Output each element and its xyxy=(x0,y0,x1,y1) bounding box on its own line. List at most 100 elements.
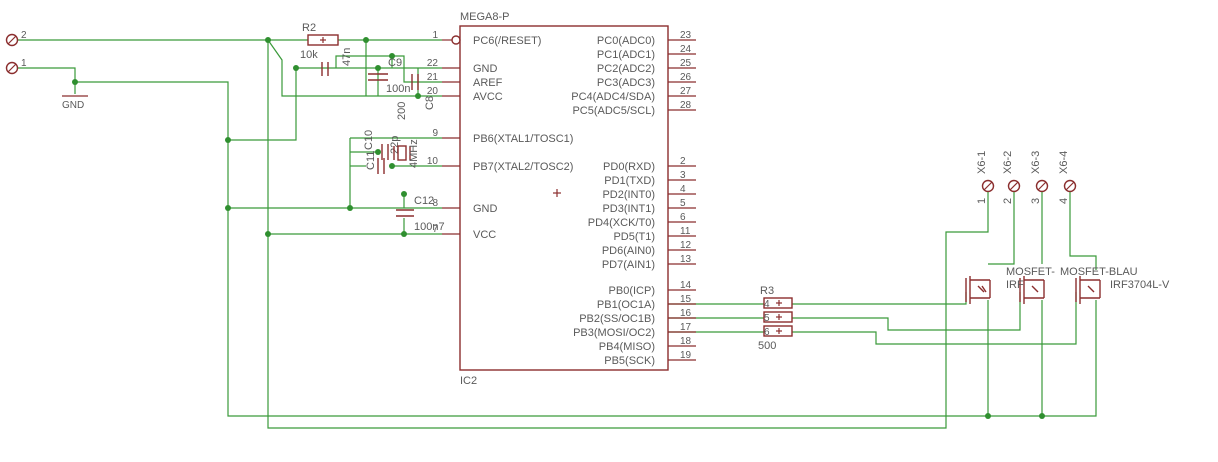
ic-pin-label: PB2(SS/OC1B) xyxy=(579,313,655,325)
r2-value: 10k xyxy=(300,49,318,61)
header-label: X6-1 xyxy=(976,151,988,174)
header-pin-circle xyxy=(1063,179,1077,193)
ic-pin-number: 1 xyxy=(432,30,438,41)
ic-pin-number: 14 xyxy=(680,280,692,291)
ic-pin-label: PD0(RXD) xyxy=(603,161,655,173)
ic-pin-label: GND xyxy=(473,63,498,75)
c11-label: C11 xyxy=(365,151,377,170)
ic-pin-number: 8 xyxy=(432,198,438,209)
ic-pin-label: PD2(INT0) xyxy=(602,189,655,201)
ic-pin-number: 21 xyxy=(427,72,439,83)
header-pin-mark xyxy=(1065,181,1075,191)
ic-pin-label: PD7(AIN1) xyxy=(602,259,655,271)
header-label: X6-2 xyxy=(1002,151,1014,174)
ground-symbol: GND xyxy=(62,95,88,111)
ic-pin-label: PC3(ADC3) xyxy=(597,77,655,89)
ic-pin-label: PB4(MISO) xyxy=(599,341,655,353)
ic-pin-number: 3 xyxy=(680,170,686,181)
ic-pin-number: 22 xyxy=(427,58,439,69)
c8-label: C8 xyxy=(424,96,436,110)
ic-mega8: MEGA8-P IC2 xyxy=(442,11,669,387)
ic-pin-label: PC5(ADC5/SCL) xyxy=(572,105,655,117)
terminal-2-label: 2 xyxy=(21,30,27,41)
c47-value: 47n xyxy=(341,48,353,66)
ic-pin-number: 23 xyxy=(680,30,692,41)
ic-pin-label: AREF xyxy=(473,77,503,89)
c10-label: C10 xyxy=(363,130,375,150)
c12-label: C12 xyxy=(414,195,434,207)
ic-pin-number: 26 xyxy=(680,72,692,83)
ic-pin-number: 15 xyxy=(680,294,692,305)
ic-pin-label: VCC xyxy=(473,229,496,241)
mosfet-3 xyxy=(1075,276,1101,304)
ic-pin-number: 25 xyxy=(680,58,692,69)
crystal-value: 4MHz xyxy=(408,139,420,168)
r3-name: R3 xyxy=(760,285,774,297)
ic-pin-number: 24 xyxy=(680,44,692,55)
ic-pin-label: PC1(ADC1) xyxy=(597,49,655,61)
ic-pin-label: PB1(OC1A) xyxy=(597,299,655,311)
ic-pin-label: PD6(AIN0) xyxy=(602,245,655,257)
ic-pin-label: PC2(ADC2) xyxy=(597,63,655,75)
c9-label: C9 xyxy=(388,57,402,69)
terminal-1-label: 1 xyxy=(21,58,27,69)
header-pin-circle xyxy=(1007,179,1021,193)
ic-pin-number: 27 xyxy=(680,86,692,97)
c12-value: 100n7 xyxy=(414,221,445,233)
cap-c8: C8 200 xyxy=(396,74,436,120)
c10-value: 22p xyxy=(389,136,401,154)
ic-pin-label: PB0(ICP) xyxy=(609,285,655,297)
junctions xyxy=(72,37,1045,419)
mosfets: MOSFET- MOSFET-BLAU IRF IRF3704L-V xyxy=(965,266,1170,304)
mosfet-2 xyxy=(1019,276,1045,304)
ic-pin-number: 4 xyxy=(680,184,686,195)
ic-pin-label: PD3(INT1) xyxy=(602,203,655,215)
mosfet-3-part: IRF3704L-V xyxy=(1110,279,1170,291)
ic-pin-number: 17 xyxy=(680,322,692,333)
ic-pin-label: GND xyxy=(473,203,498,215)
ic-pin-number: 28 xyxy=(680,100,692,111)
cap-c11: C11 xyxy=(365,151,385,174)
resistor-r3: R3 4 5 6 500 xyxy=(758,285,793,352)
r3-seg3: 6 xyxy=(764,327,770,338)
r3-seg1: 4 xyxy=(764,299,770,310)
header-pin-mark xyxy=(983,181,993,191)
header-pin-number: 1 xyxy=(976,198,988,204)
ic-pin-number: 16 xyxy=(680,308,692,319)
header-label: X6-4 xyxy=(1058,151,1070,174)
ic-pin-number: 12 xyxy=(680,240,692,251)
ic-name: MEGA8-P xyxy=(460,11,510,23)
c9-value: 100n xyxy=(386,83,410,95)
cap-c12: C12 100n7 xyxy=(396,195,445,233)
ic-pin-number: 9 xyxy=(432,128,438,139)
mosfet-1-part: IRF xyxy=(1006,279,1024,291)
ic-pin-label: PC6(/RESET) xyxy=(473,35,541,47)
terminal-1: 1 xyxy=(5,58,27,75)
ic-pin-label: PB5(SCK) xyxy=(604,355,655,367)
ic-pin-number: 13 xyxy=(680,254,692,265)
ic-pin-number: 5 xyxy=(680,198,686,209)
terminal-2: 2 xyxy=(5,30,27,47)
ic-pin-number: 6 xyxy=(680,212,686,223)
mosfet-1 xyxy=(965,276,991,304)
ground-label: GND xyxy=(62,100,84,111)
r3-value: 500 xyxy=(758,340,776,352)
header-label: X6-3 xyxy=(1030,151,1042,174)
resistor-r2: R2 10k 47n xyxy=(300,22,353,66)
cap-47n xyxy=(321,62,329,76)
header-pin-number: 3 xyxy=(1030,198,1042,204)
ic-pin-label: AVCC xyxy=(473,91,503,103)
ic-pin-label: PB6(XTAL1/TOSC1) xyxy=(473,133,573,145)
mosfet-1-name: MOSFET- xyxy=(1006,266,1055,278)
mosfet-2-name: MOSFET-BLAU xyxy=(1060,266,1138,278)
ic-pin-label: PB3(MOSI/OC2) xyxy=(573,327,655,339)
crystal-q: 4MHz xyxy=(393,139,420,168)
ic-pin-label: PD1(TXD) xyxy=(604,175,655,187)
ic-pin-number: 20 xyxy=(427,86,439,97)
ic-ref: IC2 xyxy=(460,375,477,387)
header-pin-number: 4 xyxy=(1058,198,1070,204)
ic-right-pins: 23PC0(ADC0)24PC1(ADC1)25PC2(ADC2)26PC3(A… xyxy=(571,30,696,367)
header-pin-mark xyxy=(1009,181,1019,191)
